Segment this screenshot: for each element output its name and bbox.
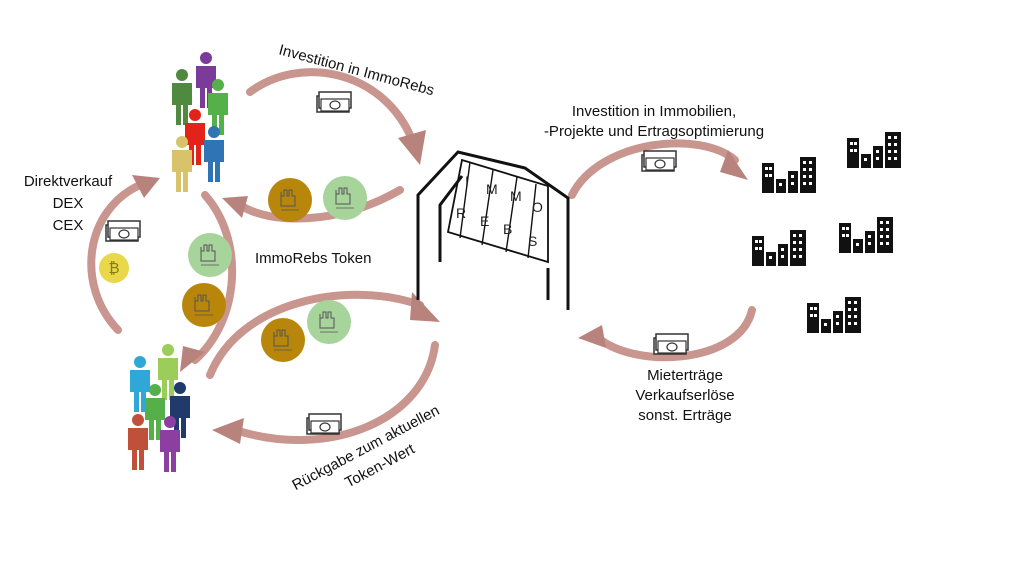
bitcoin-icon: ₿ <box>99 253 129 283</box>
building-letter: M <box>486 181 498 197</box>
building-letter: E <box>480 213 489 229</box>
token-coin-icon <box>268 178 312 222</box>
banknote-icon <box>316 91 352 113</box>
arrow-head <box>212 418 244 444</box>
token-coins-bottom <box>261 300 351 362</box>
token-coin-icon <box>188 233 232 277</box>
token-coin-icon <box>323 176 367 220</box>
city-building-icon <box>752 230 806 266</box>
investor-group-bottom <box>128 344 190 472</box>
building-letter: R <box>456 205 466 221</box>
arrow-head <box>132 175 160 198</box>
banknote-icon <box>105 220 141 242</box>
immorebs-building <box>416 150 570 310</box>
arrow-head <box>180 346 205 372</box>
city-building-icon <box>839 217 893 253</box>
label-direct-sale-2: DEX <box>53 195 84 212</box>
token-coin-icon <box>307 300 351 344</box>
banknote-icon <box>653 333 689 355</box>
arrow-direct-sale-down <box>191 191 237 364</box>
arrow-payback <box>231 341 439 445</box>
label-invest-property-1: Investition in Immobilien, <box>572 103 736 120</box>
city-building-icon <box>847 132 901 168</box>
property-portfolio <box>752 132 901 333</box>
banknote-icon <box>641 150 677 172</box>
token-coin-icon <box>182 283 226 327</box>
person-icon <box>158 344 178 400</box>
token-coins-left <box>182 233 232 327</box>
label-income-3: sonst. Erträge <box>638 407 731 424</box>
building-letter: O <box>532 199 543 215</box>
arrow-head <box>578 325 606 348</box>
person-icon <box>128 414 148 470</box>
building-letter: M <box>510 188 522 204</box>
arrow-invest-immorebs <box>246 68 414 139</box>
building-letter: S <box>528 233 537 249</box>
arrow-head <box>720 150 748 180</box>
person-icon <box>172 69 192 125</box>
arrows <box>87 68 756 445</box>
label-invest-property-2: -Projekte und Ertragsoptimierung <box>544 123 764 140</box>
arrow-head <box>222 196 248 218</box>
label-income-2: Verkaufserlöse <box>635 387 734 404</box>
arrow-direct-sale-up <box>87 181 144 334</box>
token-coin-icon <box>261 318 305 362</box>
arrow-income <box>591 306 756 362</box>
arrow-tokens-to-buyers <box>236 186 404 223</box>
arrow-head <box>410 292 440 322</box>
building-letters: I M M O R E B S <box>456 173 543 249</box>
label-direct-sale-1: Direktverkauf <box>24 173 113 190</box>
token-coins-top <box>268 176 367 222</box>
arrow-tokens-return <box>206 290 424 379</box>
building-letter: B <box>503 221 512 237</box>
arrow-invest-property <box>568 139 739 199</box>
label-direct-sale-3: CEX <box>53 217 84 234</box>
investor-group-top <box>172 52 228 192</box>
banknote-icon <box>306 413 342 435</box>
svg-text:₿: ₿ <box>108 259 119 277</box>
label-income-1: Mieterträge <box>647 367 723 384</box>
city-building-icon <box>762 157 816 193</box>
arrow-head <box>398 130 426 165</box>
label-token: ImmoRebs Token <box>255 250 371 267</box>
building-letter: I <box>465 173 469 189</box>
city-building-icon <box>807 297 861 333</box>
